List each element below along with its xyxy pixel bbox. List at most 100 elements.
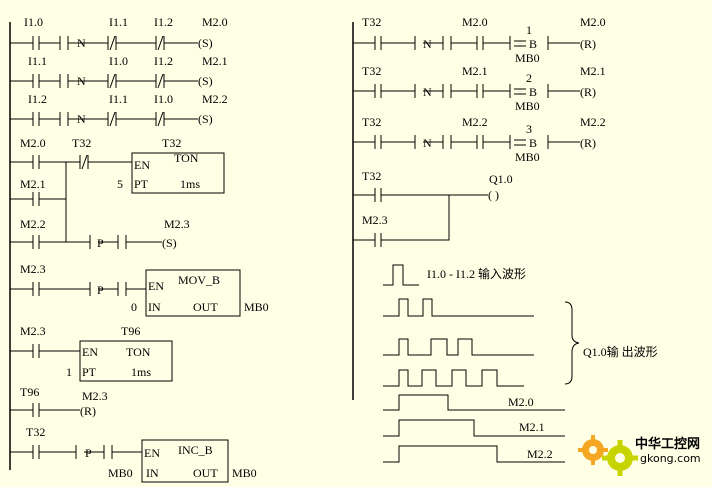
contact-label: T32 [362, 15, 381, 29]
input-waveform [383, 264, 419, 286]
left-rung-8: T32 P INC_B EN IN OUT MB0 MB0 [10, 425, 257, 483]
in-value: MB0 [108, 466, 133, 480]
in-value: 0 [131, 300, 137, 314]
coil-address: M2.3 [82, 389, 108, 403]
left-rung-4: M2.0 T32 T32 TON EN PT 5 1ms M2.1 M2.2 P… [10, 136, 225, 250]
timer-type: TON [174, 151, 199, 165]
right-rung-3: T32 N M2.2 3 B MB0 M2.2 (R) [353, 115, 606, 164]
compare-operand: MB0 [515, 51, 540, 65]
contact-label: M2.2 [20, 217, 46, 231]
m22-waveform [383, 445, 565, 463]
out-value: MB0 [244, 300, 269, 314]
contact-label: I1.0 [154, 92, 173, 106]
m21-waveform [383, 419, 565, 437]
preset-value: 1 [66, 365, 72, 379]
set-coil: (S) [198, 112, 213, 126]
contact-label: M2.3 [20, 324, 46, 338]
n-edge-label: N [423, 37, 432, 51]
contact-label: T32 [362, 169, 381, 183]
output-coil: ( ) [488, 188, 499, 202]
contact-label: I1.1 [109, 92, 128, 106]
right-rung-4: T32 M2.3 Q1.0 ( ) [353, 169, 513, 247]
compare-op: B [529, 136, 537, 150]
coil-address: M2.2 [580, 115, 606, 129]
out-pin: OUT [193, 466, 218, 480]
contact-label: M2.3 [362, 213, 388, 227]
in-pin: IN [146, 466, 159, 480]
m22-label: M2.2 [527, 447, 553, 461]
watermark-url: gkong.com [640, 452, 701, 465]
contact-label: M2.0 [20, 136, 46, 150]
p-edge-label: P [85, 446, 92, 460]
compare-value: 3 [526, 122, 532, 136]
watermark-title: 中华工控网 [635, 436, 700, 452]
contact-label: T32 [362, 64, 381, 78]
compare-op: B [529, 37, 537, 51]
pt-pin: PT [82, 365, 97, 379]
contact-label: I1.1 [28, 54, 47, 68]
contact-label: M2.1 [462, 64, 488, 78]
left-rung-5: M2.3 P MOV_B EN IN OUT 0 MB0 [10, 262, 269, 317]
timer-type: TON [126, 345, 151, 359]
contact-label: I1.2 [154, 54, 173, 68]
left-rung-1: I1.0 N I1.1 I1.2 M2.0 (S) [10, 15, 228, 51]
time-base: 1ms [180, 177, 200, 191]
p-edge-label: P [97, 283, 104, 297]
compare-op: B [529, 85, 537, 99]
compare-operand: MB0 [515, 150, 540, 164]
n-edge-label: N [423, 136, 432, 150]
contact-label: I1.2 [28, 92, 47, 106]
compare-value: 1 [526, 23, 532, 37]
preset-value: 5 [117, 177, 123, 191]
q10-waveform-2 [383, 338, 534, 356]
reset-coil: (R) [580, 85, 596, 99]
coil-address: M2.3 [164, 217, 190, 231]
right-rung-2: T32 N M2.1 2 B MB0 M2.1 (R) [353, 64, 606, 113]
n-edge-label: N [423, 85, 432, 99]
out-pin: OUT [193, 300, 218, 314]
left-rung-2: I1.1 N I1.0 I1.2 M2.1 (S) [10, 54, 228, 89]
set-coil: (S) [162, 236, 177, 250]
timer-name: T32 [162, 136, 181, 150]
left-rung-6: M2.3 T96 TON EN PT 1 1ms [10, 324, 173, 382]
coil-address: M2.2 [202, 92, 228, 106]
contact-label: M2.0 [462, 15, 488, 29]
contact-label: I1.0 [109, 54, 128, 68]
coil-address: Q1.0 [489, 172, 513, 186]
q10-waveform-3 [383, 369, 524, 387]
contact-label: I1.1 [109, 15, 128, 29]
box-type: INC_B [178, 443, 213, 457]
set-coil: (S) [198, 36, 213, 50]
brace-icon [564, 301, 580, 385]
output-waveform-label: Q1.0输 出波形 [583, 344, 658, 359]
contact-label: T32 [72, 136, 91, 150]
m20-label: M2.0 [508, 395, 534, 409]
compare-value: 2 [526, 71, 532, 85]
left-rung-3: I1.2 N I1.1 I1.0 M2.2 (S) [10, 92, 228, 127]
reset-coil: (R) [580, 37, 596, 51]
set-coil: (S) [198, 74, 213, 88]
contact-label: I1.2 [154, 15, 173, 29]
en-pin: EN [134, 158, 150, 172]
contact-label: T32 [26, 425, 45, 439]
in-pin: IN [148, 300, 161, 314]
m21-label: M2.1 [519, 420, 545, 434]
contact-label: T32 [362, 115, 381, 129]
m20-waveform [383, 394, 565, 411]
coil-address: M2.0 [202, 15, 228, 29]
n-edge-label: N [77, 74, 86, 88]
contact-label: M2.3 [20, 262, 46, 276]
n-edge-label: N [77, 112, 86, 126]
right-rung-1: T32 N M2.0 1 B MB0 M2.0 (R) [353, 15, 606, 65]
waveforms: I1.0 - I1.2 输入波形 Q1.0输 出波形 M2.0 M2.1 M2.… [383, 264, 658, 463]
q10-waveform-1 [383, 298, 534, 317]
box-type: MOV_B [178, 273, 220, 287]
reset-coil: (R) [580, 136, 596, 150]
p-edge-label: P [97, 236, 104, 250]
contact-label: M2.1 [20, 177, 46, 191]
input-waveform-label: I1.0 - I1.2 输入波形 [427, 266, 526, 281]
en-pin: EN [144, 446, 160, 460]
coil-address: M2.1 [202, 54, 228, 68]
reset-coil: (R) [80, 404, 96, 418]
